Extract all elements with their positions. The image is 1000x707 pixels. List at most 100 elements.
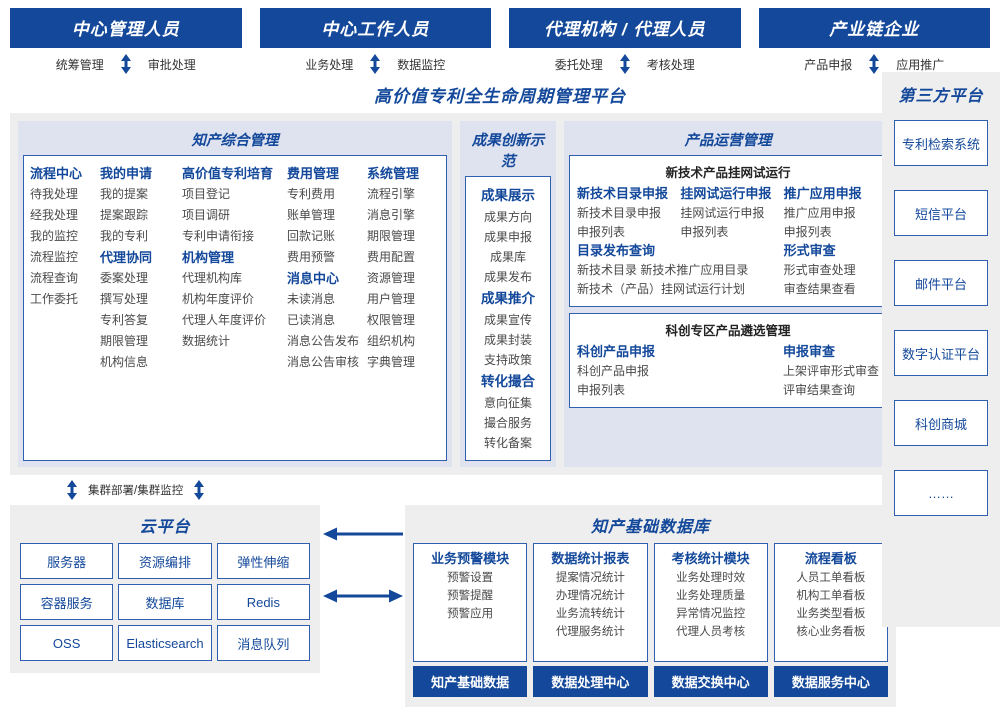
menu-item[interactable]: 申报列表: [577, 225, 626, 239]
menu-item[interactable]: 审查结果查看: [783, 282, 856, 296]
menu-item[interactable]: 费用预警: [287, 250, 336, 264]
menu-item[interactable]: 新技术目录申报: [577, 206, 662, 220]
menu-item[interactable]: 科创产品申报: [577, 364, 650, 378]
menu-item[interactable]: 专利费用: [287, 187, 336, 201]
menu-item[interactable]: 消息公告审核: [287, 355, 360, 369]
menu-group-header[interactable]: 目录发布查询: [577, 243, 656, 258]
menu-item[interactable]: 成果申报: [483, 230, 532, 244]
menu-item[interactable]: 期限管理: [367, 229, 416, 243]
cloud-service-cell[interactable]: 容器服务: [20, 584, 114, 620]
menu-group-header[interactable]: 申报审查: [783, 344, 836, 359]
database-card-item[interactable]: 代理人员考核: [676, 626, 746, 638]
menu-item[interactable]: 成果封装: [483, 333, 532, 347]
menu-group-header[interactable]: 挂网试运行申报: [680, 186, 772, 201]
cloud-service-cell[interactable]: 消息队列: [216, 625, 310, 661]
menu-item[interactable]: 已读消息: [287, 313, 336, 327]
menu-group-header[interactable]: 我的申请: [100, 166, 153, 181]
menu-item[interactable]: 新技术目录 新技术推广应用目录: [577, 263, 749, 277]
menu-group-header[interactable]: 高价值专利培育: [182, 166, 274, 181]
menu-item[interactable]: 项目调研: [182, 208, 231, 222]
menu-item[interactable]: 申报列表: [680, 225, 729, 239]
menu-item[interactable]: 成果方向: [483, 210, 532, 224]
menu-item[interactable]: 数据统计: [182, 334, 231, 348]
menu-item[interactable]: 权限管理: [367, 313, 416, 327]
menu-item[interactable]: 形式审查处理: [783, 263, 856, 277]
menu-group-header[interactable]: 消息中心: [287, 271, 340, 286]
menu-group-header[interactable]: 科创产品申报: [577, 344, 656, 359]
database-footer-badge[interactable]: 数据交换中心: [653, 666, 768, 697]
cloud-service-cell[interactable]: 资源编排: [118, 543, 212, 579]
database-card-item[interactable]: 提案情况统计: [555, 572, 625, 584]
menu-group-header[interactable]: 费用管理: [287, 166, 340, 181]
menu-item[interactable]: 撰写处理: [100, 292, 149, 306]
menu-item[interactable]: 期限管理: [100, 334, 149, 348]
menu-item[interactable]: 成果宣传: [483, 313, 532, 327]
menu-item[interactable]: 流程查询: [30, 271, 79, 285]
menu-item[interactable]: 新技术（产品）挂网试运行计划: [577, 282, 746, 296]
third-party-item[interactable]: 邮件平台: [894, 260, 988, 306]
menu-item[interactable]: 回款记账: [287, 229, 336, 243]
database-card-item[interactable]: 业务处理时效: [676, 572, 746, 584]
database-card-item[interactable]: 代理服务统计: [555, 626, 625, 638]
database-card-item[interactable]: 办理情况统计: [555, 590, 625, 602]
menu-item[interactable]: 我的专利: [100, 229, 149, 243]
database-card-item[interactable]: 人员工单看板: [796, 572, 866, 584]
menu-item[interactable]: 撮合服务: [483, 416, 532, 430]
cloud-service-cell[interactable]: 弹性伸缩: [216, 543, 310, 579]
menu-group-header[interactable]: 转化撮合: [481, 374, 535, 389]
menu-item[interactable]: 代理人年度评价: [182, 313, 267, 327]
database-card-item[interactable]: 预警提醒: [447, 590, 494, 602]
menu-item[interactable]: 提案跟踪: [100, 208, 149, 222]
menu-item[interactable]: 成果库: [489, 250, 526, 264]
menu-item[interactable]: 上架评审形式审查: [783, 364, 880, 378]
menu-item[interactable]: 消息引擎: [367, 208, 416, 222]
cloud-service-cell[interactable]: Redis: [216, 584, 310, 620]
database-card-item[interactable]: 业务流转统计: [555, 608, 625, 620]
menu-group-header[interactable]: 成果展示: [481, 188, 535, 203]
cloud-service-cell[interactable]: 服务器: [20, 543, 114, 579]
database-footer-badge[interactable]: 数据服务中心: [773, 666, 888, 697]
menu-group-header[interactable]: 代理协同: [100, 250, 153, 265]
menu-item[interactable]: 机构信息: [100, 355, 149, 369]
menu-item[interactable]: 我的监控: [30, 229, 79, 243]
menu-group-header[interactable]: 成果推介: [481, 291, 535, 306]
menu-group-header[interactable]: 推广应用申报: [783, 186, 862, 201]
third-party-item[interactable]: 短信平台: [894, 190, 988, 236]
cloud-service-cell[interactable]: OSS: [20, 625, 114, 661]
database-card-item[interactable]: 核心业务看板: [796, 626, 866, 638]
menu-item[interactable]: 推广应用申报: [783, 206, 856, 220]
menu-item[interactable]: 资源管理: [367, 271, 416, 285]
database-card-item[interactable]: 预警应用: [447, 608, 494, 620]
menu-item[interactable]: 意向征集: [483, 396, 532, 410]
menu-item[interactable]: 专利申请衔接: [182, 229, 255, 243]
menu-item[interactable]: 申报列表: [783, 225, 832, 239]
menu-item[interactable]: 我的提案: [100, 187, 149, 201]
menu-item[interactable]: 费用配置: [367, 250, 416, 264]
menu-group-header[interactable]: 系统管理: [367, 166, 420, 181]
menu-group-header[interactable]: 新技术目录申报: [577, 186, 669, 201]
third-party-item[interactable]: 数字认证平台: [894, 330, 988, 376]
menu-item[interactable]: 流程监控: [30, 250, 79, 264]
menu-item[interactable]: 账单管理: [287, 208, 336, 222]
database-footer-badge[interactable]: 知产基础数据: [413, 666, 528, 697]
cloud-service-cell[interactable]: Elasticsearch: [118, 625, 212, 661]
menu-group-header[interactable]: 流程中心: [30, 166, 83, 181]
menu-item[interactable]: 未读消息: [287, 292, 336, 306]
third-party-item[interactable]: 专利检索系统: [894, 120, 988, 166]
database-card-item[interactable]: 预警设置: [447, 572, 494, 584]
menu-group-header[interactable]: 形式审查: [783, 243, 836, 258]
cloud-service-cell[interactable]: 数据库: [118, 584, 212, 620]
menu-item[interactable]: 评审结果查询: [783, 383, 856, 397]
database-card-item[interactable]: 业务类型看板: [796, 608, 866, 620]
menu-item[interactable]: 待我处理: [30, 187, 79, 201]
menu-item[interactable]: 挂网试运行申报: [680, 206, 765, 220]
menu-item[interactable]: 经我处理: [30, 208, 79, 222]
menu-item[interactable]: 成果发布: [483, 270, 532, 284]
menu-item[interactable]: 支持政策: [483, 353, 532, 367]
database-card-item[interactable]: 业务处理质量: [676, 590, 746, 602]
third-party-item[interactable]: 科创商城: [894, 400, 988, 446]
database-card-item[interactable]: 机构工单看板: [796, 590, 866, 602]
menu-item[interactable]: 机构年度评价: [182, 292, 255, 306]
menu-item[interactable]: 用户管理: [367, 292, 416, 306]
menu-item[interactable]: 代理机构库: [182, 271, 243, 285]
